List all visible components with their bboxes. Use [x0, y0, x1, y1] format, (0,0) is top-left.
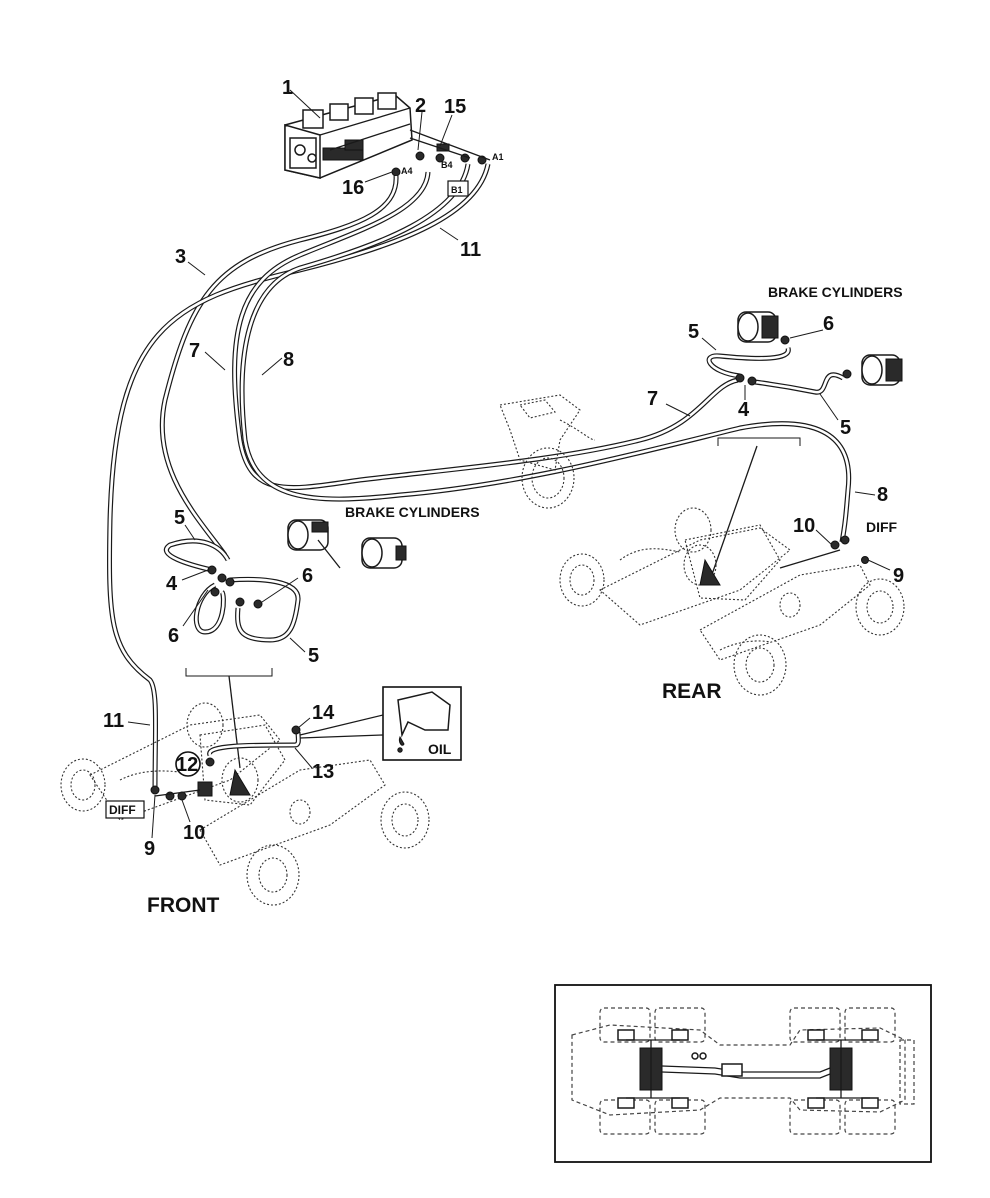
diff-front-caption: DIFF	[109, 803, 136, 817]
oil-caption: OIL	[428, 741, 452, 757]
callout-9-right: 9	[893, 565, 904, 587]
callout-8-left: 8	[283, 349, 294, 371]
diff-front-box	[105, 800, 145, 819]
captions: BRAKE CYLINDERS BRAKE CYLINDERS DIFF DIF…	[109, 284, 903, 917]
left-brake-lines	[164, 538, 301, 643]
callout-16: 16	[342, 177, 364, 199]
callout-13: 13	[312, 761, 334, 783]
callout-7-right: 7	[647, 388, 658, 410]
callout-15: 15	[444, 96, 466, 118]
left-brake-cylinders	[287, 519, 407, 569]
callout-7-left: 7	[189, 340, 200, 362]
valve-fittings	[391, 129, 491, 177]
callout-6-left-b: 6	[168, 625, 179, 647]
callout-10-right: 10	[793, 515, 815, 537]
brake-cylinders-left-caption: BRAKE CYLINDERS	[345, 504, 480, 520]
callout-10-bottom: 10	[183, 822, 205, 844]
callout-14: 14	[312, 702, 335, 724]
callout-5-right-bottom: 5	[840, 417, 851, 439]
callout-6-right: 6	[823, 313, 834, 335]
port-a4: A4	[401, 166, 413, 176]
port-b4: B4	[441, 160, 453, 170]
callout-9-bottom: 9	[144, 838, 155, 860]
hoses	[106, 163, 852, 791]
callout-5-right-top: 5	[688, 321, 699, 343]
callout-5-left-top: 5	[174, 507, 185, 529]
front-caption: FRONT	[147, 894, 219, 917]
locator-inset	[554, 984, 932, 1163]
pointer-brackets	[185, 437, 841, 769]
callout-8-right: 8	[877, 484, 888, 506]
rear-axle	[559, 507, 905, 696]
callout-numbers: 1 2 15 16 3 11 7 8 5 4 6 6 5 5 6 7 4 5 8…	[103, 77, 904, 860]
brake-cylinders-right-caption: BRAKE CYLINDERS	[768, 284, 903, 300]
callout-2: 2	[415, 95, 426, 117]
control-valve-block	[284, 92, 413, 179]
callout-12: 12	[176, 754, 198, 776]
callout-12-circle	[175, 751, 201, 777]
callout-6-left-a: 6	[302, 565, 313, 587]
callout-3: 3	[175, 246, 186, 268]
right-brake-cylinders	[706, 311, 903, 395]
leader-lines	[127, 89, 891, 839]
callout-4-right: 4	[738, 399, 750, 421]
callout-4-left: 4	[166, 573, 178, 595]
port-b1: B1	[451, 185, 463, 195]
driveshaft-outline	[499, 394, 596, 509]
rear-caption: REAR	[662, 680, 722, 703]
oil-inset	[299, 686, 462, 761]
callout-11-bottom: 11	[103, 710, 124, 732]
callout-1: 1	[282, 77, 293, 99]
diff-right-caption: DIFF	[866, 519, 898, 535]
callout-5-left-bottom: 5	[308, 645, 319, 667]
port-labels: A4 B4 A1 B1	[401, 152, 504, 195]
port-a1: A1	[492, 152, 504, 162]
b1-box	[447, 180, 469, 197]
callout-11-top: 11	[460, 239, 481, 261]
